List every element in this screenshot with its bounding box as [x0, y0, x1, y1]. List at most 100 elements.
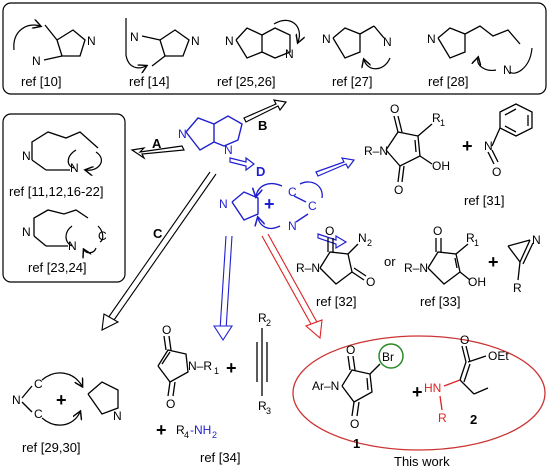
structure-ref28: N N	[427, 25, 533, 77]
ref31-plus: +	[462, 136, 473, 156]
svg-text:2: 2	[212, 430, 217, 440]
this-work-caption: This work	[394, 454, 450, 469]
this-work-ellipse	[292, 335, 546, 451]
svg-text:O: O	[346, 343, 355, 357]
svg-text:O: O	[166, 397, 175, 411]
svg-text:N: N	[322, 32, 331, 46]
ref27-label: ref [27]	[332, 74, 372, 89]
svg-text:R: R	[466, 231, 475, 245]
ref33-azirine: N R	[507, 233, 541, 295]
ref29-pyrrolidine: N	[87, 381, 122, 423]
compound-1-bromomaleimide: Ar–N O O Br	[312, 343, 404, 431]
svg-text:N: N	[22, 225, 31, 239]
svg-text:O: O	[325, 224, 334, 238]
route-d-arrow	[229, 156, 255, 172]
svg-text:1: 1	[440, 118, 445, 128]
svg-text:OEt: OEt	[488, 349, 509, 363]
ref34-alkyne: R 2 R 3	[256, 311, 271, 416]
ref34-plus-2: +	[156, 420, 167, 440]
svg-text:N: N	[12, 393, 21, 407]
svg-text:3: 3	[266, 406, 271, 416]
svg-text:OH: OH	[432, 159, 450, 173]
svg-text:O: O	[460, 333, 469, 347]
svg-text:-NH: -NH	[190, 423, 211, 437]
svg-text:2: 2	[367, 238, 372, 248]
svg-text:R–N: R–N	[296, 261, 320, 275]
ref32-diazo-pyrrolidinedione: R–N O N 2 O	[296, 224, 375, 289]
ref11-label: ref [11,12,16-22]	[9, 184, 103, 199]
ref34-amine: R 4 -NH 2	[176, 423, 217, 440]
target-bicyclic-amine: N N	[178, 115, 243, 157]
route-b-label: B	[258, 118, 267, 133]
svg-text:O: O	[394, 183, 403, 197]
svg-text:N: N	[503, 63, 512, 77]
ref10-label: ref [10]	[21, 74, 61, 89]
svg-text:N: N	[130, 30, 139, 44]
ref31-label: ref [31]	[464, 193, 504, 208]
ref34-maleimide: O O N–R 1	[157, 323, 219, 411]
route-b-small-arrow	[315, 157, 356, 177]
red-arrow-this-work	[261, 233, 323, 340]
svg-text:1: 1	[474, 238, 479, 248]
svg-text:R: R	[438, 411, 447, 425]
svg-text:N: N	[191, 34, 200, 48]
svg-text:2: 2	[266, 318, 271, 328]
svg-text:O: O	[492, 165, 501, 179]
svg-text:O: O	[390, 102, 399, 116]
svg-text:R: R	[258, 399, 267, 413]
svg-text:N: N	[427, 32, 436, 46]
route-c-label: C	[153, 226, 163, 241]
route-b-arrow	[243, 99, 288, 123]
ref31-pyrroledione: R–N O O R 1 OH	[364, 102, 450, 197]
svg-text:N: N	[113, 409, 122, 423]
ref14-label: ref [14]	[129, 74, 169, 89]
ref33-hydroxypyrrolinone: R–N O R 1 OH	[404, 224, 486, 289]
svg-text:R: R	[176, 423, 185, 437]
structure-ref27: N N	[322, 25, 392, 70]
svg-text:R: R	[513, 281, 522, 295]
ref31-nitrosobenzene: N O	[484, 103, 533, 179]
svg-text:+: +	[264, 194, 275, 214]
ref29-plus: +	[56, 390, 67, 410]
ref25-label: ref [25,26]	[217, 74, 276, 89]
svg-text:N: N	[484, 139, 493, 153]
svg-text:C: C	[288, 185, 297, 199]
svg-text:C: C	[34, 377, 43, 391]
blue-pyrrolidine-fragment: N +	[219, 191, 275, 221]
svg-text:O: O	[350, 417, 359, 431]
route-d-label: D	[256, 164, 265, 179]
compound-2-enamine-ester: O OEt HN R	[424, 333, 509, 425]
svg-text:4: 4	[184, 430, 189, 440]
structure-ref10: N N	[13, 25, 96, 68]
svg-text:N: N	[219, 197, 228, 211]
ref32-label: ref [32]	[316, 294, 356, 309]
ref29-label: ref [29,30]	[22, 440, 81, 455]
svg-text:Ar–N: Ar–N	[312, 379, 339, 393]
svg-text:1: 1	[214, 366, 219, 376]
svg-text:R–N: R–N	[364, 144, 388, 158]
route-d-small-arrow	[317, 233, 348, 250]
svg-text:N: N	[288, 219, 297, 233]
svg-text:C: C	[34, 407, 43, 421]
this-work-plus: +	[412, 382, 423, 402]
or-label: or	[384, 254, 396, 269]
svg-text:N: N	[532, 233, 541, 247]
ref28-label: ref [28]	[428, 74, 468, 89]
svg-text:O: O	[433, 224, 442, 238]
ref23-label: ref [23,24]	[28, 260, 87, 275]
ref33-label: ref [33]	[420, 294, 460, 309]
svg-text:N: N	[358, 231, 367, 245]
svg-text:R–N: R–N	[404, 261, 428, 275]
svg-text:HN: HN	[424, 381, 441, 395]
structure-ref14: N N	[125, 18, 200, 68]
svg-text:N: N	[383, 35, 392, 49]
svg-text:OH: OH	[468, 275, 486, 289]
svg-text:N: N	[225, 34, 234, 48]
compound-1-label: 1	[353, 436, 360, 451]
svg-text:R: R	[432, 111, 441, 125]
svg-text:N: N	[32, 54, 41, 68]
svg-text:N: N	[178, 127, 187, 141]
structure-ref23: N N C	[22, 209, 107, 253]
bromine-highlight-circle	[378, 343, 404, 369]
